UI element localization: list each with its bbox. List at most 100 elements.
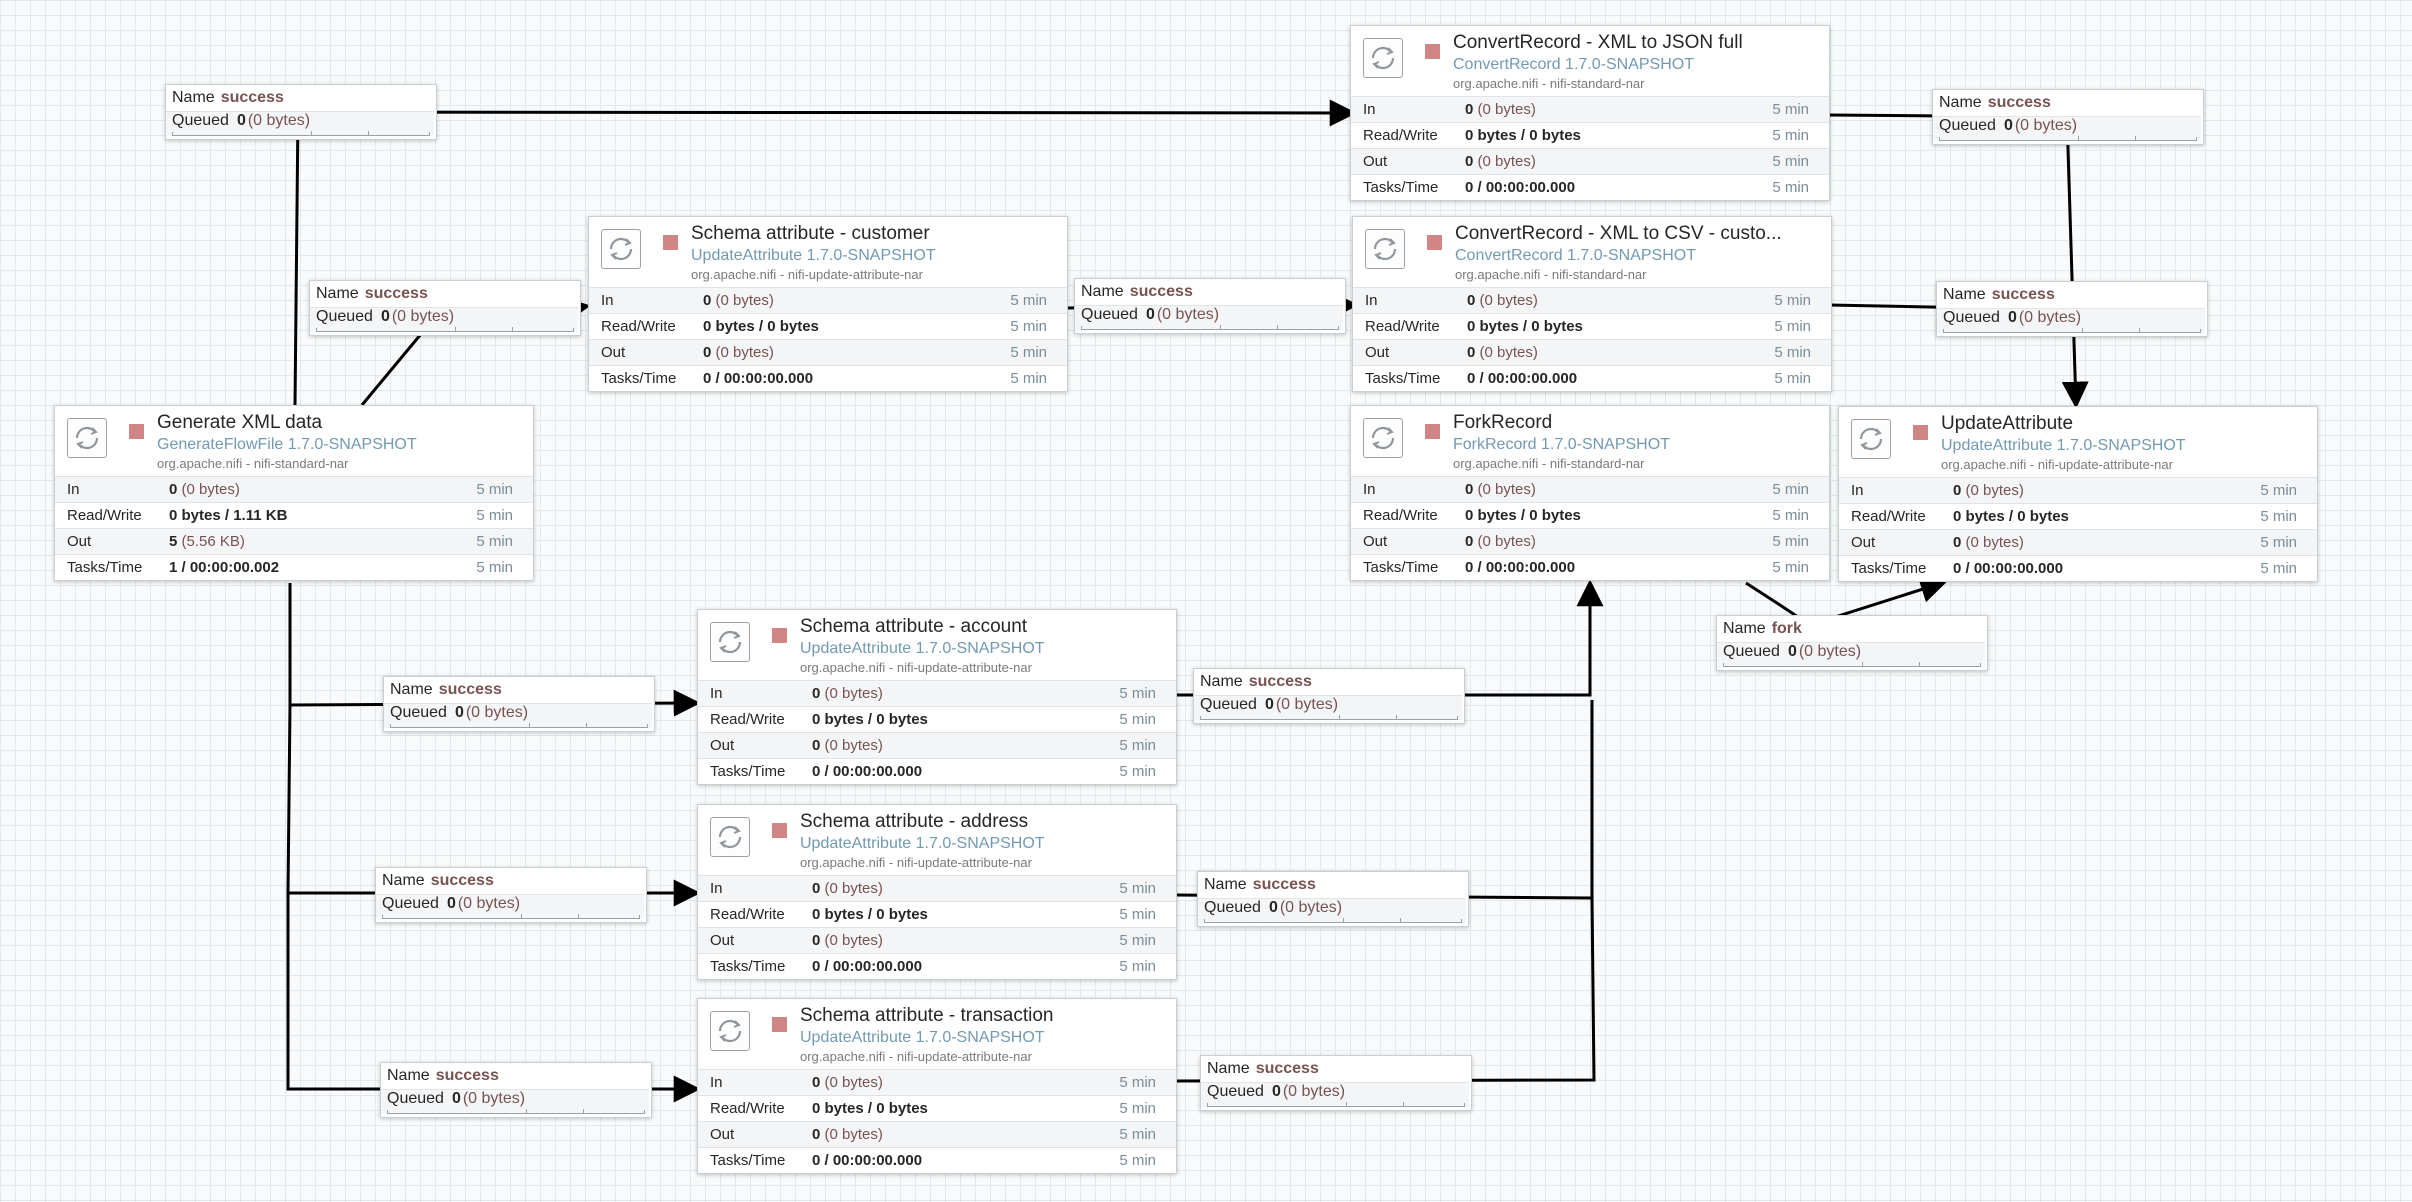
stop-square-icon (1425, 424, 1440, 439)
relationship-name: success (438, 681, 502, 698)
processor-schema-customer[interactable]: Schema attribute - customer UpdateAttrib… (588, 216, 1068, 392)
queued-label: Queued (1207, 1083, 1264, 1100)
processor-name: ConvertRecord - XML to JSON full (1453, 32, 1743, 53)
queued-bytes: (0 bytes) (457, 895, 521, 912)
processor-bundle: org.apache.nifi - nifi-standard-nar (1455, 267, 1647, 282)
relationship-name: success (430, 872, 494, 889)
processor-icon (67, 418, 107, 458)
processor-fork-record[interactable]: ForkRecord ForkRecord 1.7.0-SNAPSHOT org… (1350, 405, 1830, 581)
queued-label: Queued (1204, 899, 1261, 916)
queued-count: 0 (451, 1090, 461, 1107)
processor-convert-xml-to-json[interactable]: ConvertRecord - XML to JSON full Convert… (1350, 25, 1830, 201)
processor-schema-transaction[interactable]: Schema attribute - transaction UpdateAtt… (697, 998, 1177, 1174)
queue-bar (387, 1109, 645, 1114)
relationship-name: success (1987, 94, 2051, 111)
processor-icon (1365, 229, 1405, 269)
queued-label: Queued (1943, 309, 2000, 326)
queue-bar (1943, 328, 2201, 333)
processor-update-attribute[interactable]: UpdateAttribute UpdateAttribute 1.7.0-SN… (1838, 406, 2318, 582)
processor-icon (710, 817, 750, 857)
processor-name: ConvertRecord - XML to CSV - custo... (1455, 223, 1782, 244)
relationship-name: success (1248, 673, 1312, 690)
relationship-name: fork (1771, 620, 1802, 637)
processor-bundle: org.apache.nifi - nifi-update-attribute-… (1941, 457, 2173, 472)
name-label: Name (390, 681, 433, 698)
queued-label: Queued (172, 112, 229, 129)
stop-square-icon (129, 424, 144, 439)
queued-bytes: (0 bytes) (2014, 117, 2078, 134)
processor-name: ForkRecord (1453, 412, 1553, 433)
stop-square-icon (1425, 44, 1440, 59)
queue-bar (1723, 662, 1981, 667)
stop-square-icon (663, 235, 678, 250)
relationship-name: success (364, 285, 428, 302)
processor-bundle: org.apache.nifi - nifi-update-attribute-… (800, 1049, 1032, 1064)
processor-type: GenerateFlowFile 1.7.0-SNAPSHOT (157, 436, 417, 453)
queued-label: Queued (390, 704, 447, 721)
queued-bytes: (0 bytes) (1275, 696, 1339, 713)
stop-square-icon (1427, 235, 1442, 250)
relationship-name: success (220, 89, 284, 106)
processor-generate-xml-data[interactable]: Generate XML data GenerateFlowFile 1.7.0… (54, 405, 534, 581)
queued-bytes: (0 bytes) (1798, 643, 1862, 660)
queued-count: 0 (1145, 306, 1155, 323)
queued-label: Queued (1939, 117, 1996, 134)
queue-bar (172, 131, 430, 136)
processor-bundle: org.apache.nifi - nifi-standard-nar (157, 456, 349, 471)
relationship-name: success (1255, 1060, 1319, 1077)
queued-bytes: (0 bytes) (462, 1090, 526, 1107)
processor-name: Schema attribute - account (800, 616, 1028, 637)
processor-type: UpdateAttribute 1.7.0-SNAPSHOT (800, 1029, 1045, 1046)
processor-type: UpdateAttribute 1.7.0-SNAPSHOT (800, 640, 1045, 657)
name-label: Name (172, 89, 215, 106)
queued-count: 0 (1264, 696, 1274, 713)
processor-type: ConvertRecord 1.7.0-SNAPSHOT (1453, 56, 1694, 73)
queued-count: 0 (454, 704, 464, 721)
processor-schema-address[interactable]: Schema attribute - address UpdateAttribu… (697, 804, 1177, 980)
processor-bundle: org.apache.nifi - nifi-update-attribute-… (800, 660, 1032, 675)
name-label: Name (1207, 1060, 1250, 1077)
connection-line-c10 (1174, 700, 1594, 900)
relationship-name: success (435, 1067, 499, 1084)
queued-bytes: (0 bytes) (1279, 899, 1343, 916)
connection-line-c7 (286, 704, 701, 907)
processor-icon (601, 229, 641, 269)
queued-bytes: (0 bytes) (247, 112, 311, 129)
queued-label: Queued (387, 1090, 444, 1107)
name-label: Name (1943, 286, 1986, 303)
processor-convert-xml-to-csv[interactable]: ConvertRecord - XML to CSV - custo... Co… (1352, 216, 1832, 392)
connection-label-c1[interactable]: Name success Queued 0(0 bytes) (165, 84, 437, 140)
queued-bytes: (0 bytes) (1156, 306, 1220, 323)
queued-bytes: (0 bytes) (2018, 309, 2082, 326)
queued-count: 0 (1271, 1083, 1281, 1100)
queued-count: 0 (236, 112, 246, 129)
processor-schema-account[interactable]: Schema attribute - account UpdateAttribu… (697, 609, 1177, 785)
queued-bytes: (0 bytes) (1282, 1083, 1346, 1100)
connection-label-c11[interactable]: Name success Queued 0(0 bytes) (1200, 1055, 1472, 1111)
